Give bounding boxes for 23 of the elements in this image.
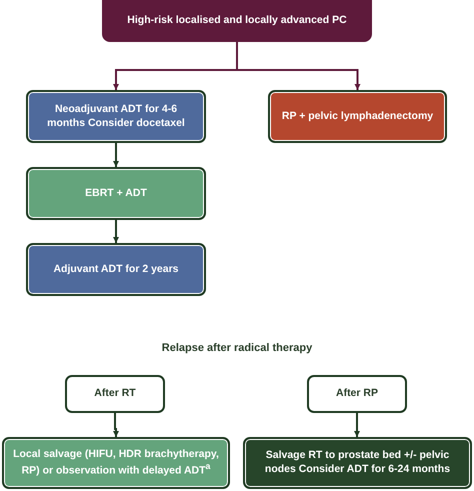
process-box [26, 243, 206, 296]
process-box [102, 0, 372, 42]
box-text: Adjuvant ADT for 2 years [53, 262, 179, 276]
process-box [65, 375, 165, 413]
arrow [354, 413, 360, 437]
section-heading: Relapse after radical therapy [160, 342, 314, 354]
process-box [307, 375, 407, 413]
box-text: EBRT + ADT [85, 186, 147, 200]
arrow [113, 413, 119, 437]
process-box [268, 90, 447, 143]
box-text: Salvage RT to prostate bed +/- pelvic nodes Consider ADT for 6-24 months [264, 449, 452, 477]
box-text: After RP [336, 387, 378, 401]
box-text: Local salvage (HIFU, HDR brachytherapy, RP) or observation with delayed ADT$^{a}$ [12, 448, 220, 478]
box-text: Neoadjuvant ADT for 4-6 months Consider docetaxel [46, 102, 186, 130]
process-box [26, 90, 206, 143]
arrow [113, 143, 119, 167]
box-text: After RT [94, 387, 136, 401]
arrow [113, 220, 119, 243]
process-box [26, 167, 206, 220]
box-text: High-risk localised and locally advanced PC [127, 14, 347, 28]
box-text: RP + pelvic lymphadenectomy [282, 110, 434, 124]
process-box [2, 437, 230, 489]
process-box [243, 437, 472, 489]
